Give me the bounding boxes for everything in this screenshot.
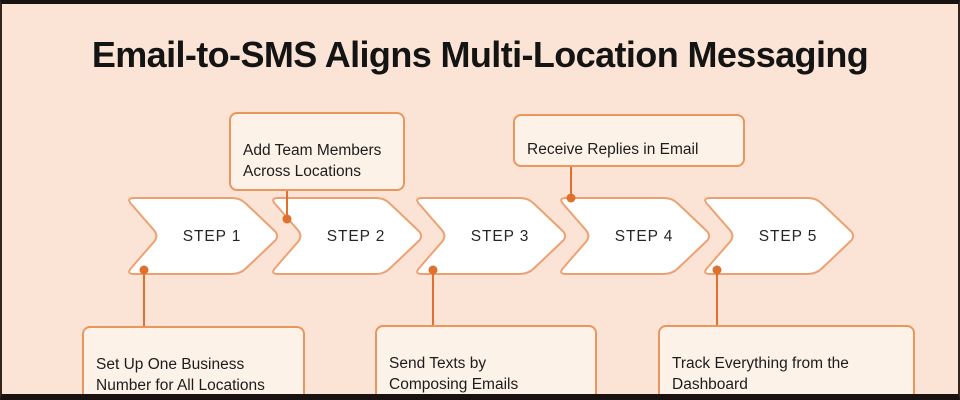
callout-add-team-members: Add Team Members Across Locations [229, 112, 405, 192]
step-label: STEP 3 [471, 228, 530, 245]
callout-text: Track Everything from the Dashboard [672, 355, 849, 393]
callout-setup-business-number: Set Up One Business Number for All Locat… [82, 326, 305, 400]
step-label: STEP 1 [183, 228, 242, 245]
connector-dot-step4 [566, 193, 576, 203]
callout-text: Add Team Members Across Locations [243, 142, 382, 180]
step-label: STEP 5 [759, 228, 818, 245]
chevron-step-1: STEP 1 [128, 197, 279, 275]
chevron-step-2: STEP 2 [272, 197, 423, 275]
chevron-row: STEP 1 STEP 2 STEP 3 STEP 4 STEP 5 [128, 197, 855, 275]
chevron-arrow-shape [704, 197, 855, 275]
connector-dot-step1 [139, 265, 149, 275]
page-title: Email-to-SMS Aligns Multi-Location Messa… [91, 34, 869, 75]
callout-track-dashboard: Track Everything from the Dashboard [658, 325, 915, 400]
callout-text: Send Texts by Composing Emails [389, 355, 519, 393]
callout-text: Receive Replies in Email [527, 141, 699, 159]
chevron-step-4: STEP 4 [560, 197, 711, 275]
chevron-arrow-shape [416, 197, 567, 275]
connector-dot-step2 [282, 214, 292, 224]
chevron-step-5: STEP 5 [704, 197, 855, 275]
callout-text: Set Up One Business Number for All Locat… [96, 356, 265, 394]
chevron-arrow-shape [128, 197, 279, 275]
chevron-step-3: STEP 3 [416, 197, 567, 275]
chevron-arrow-shape [560, 197, 711, 275]
step-label: STEP 2 [327, 228, 386, 245]
step-label: STEP 4 [615, 228, 674, 245]
callout-send-texts: Send Texts by Composing Emails [375, 325, 597, 400]
chevron-arrow-shape [272, 197, 423, 275]
connector-dot-step3 [428, 265, 438, 275]
connector-dot-step5 [712, 265, 722, 275]
callout-receive-replies: Receive Replies in Email [513, 114, 745, 167]
